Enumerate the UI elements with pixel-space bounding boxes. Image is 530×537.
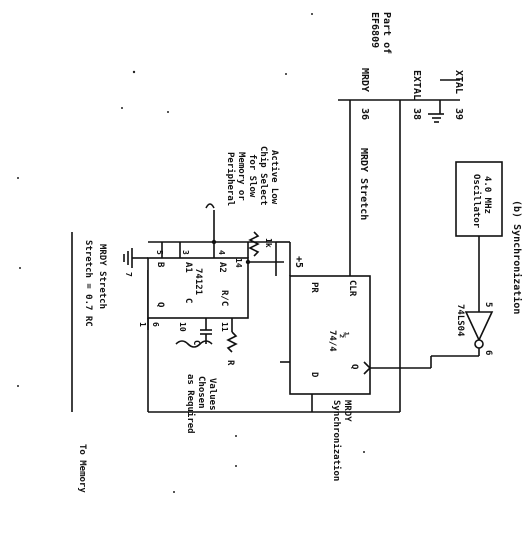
oscillator-line2: Oscillator — [471, 174, 482, 229]
extal-label: EXTAL — [411, 70, 422, 100]
resistor-1k — [248, 231, 260, 257]
ic-b-label: B — [155, 262, 165, 268]
speck — [311, 13, 313, 15]
speck — [132, 70, 136, 74]
mrdy-pin-label: MRDY — [359, 68, 370, 92]
chip-select-note: Active Low Chip Select for Slow Memory o… — [225, 146, 280, 206]
ic-a1-label: A1 — [183, 262, 193, 273]
ic-pin3: 3 — [181, 250, 190, 255]
speck — [167, 111, 169, 113]
ic-rc-label: R/C — [219, 290, 229, 306]
oscillator-line1: 4.0 MHz — [482, 176, 492, 214]
speck — [363, 451, 365, 453]
inverter-bubble — [474, 339, 484, 349]
pin36-label: 36 — [359, 108, 370, 120]
ic-pin4: 4 — [217, 250, 226, 255]
ic-pin5: 5 — [155, 250, 164, 255]
ff-clr-label: CLR — [347, 280, 357, 297]
ic-c-label: C — [183, 298, 193, 303]
ff-d-label: D — [309, 372, 319, 378]
stretch-line2: Stretch = 0.7 RC — [83, 240, 93, 327]
ic-a2-label: A2 — [217, 262, 227, 273]
chip-select-line3: for Slow — [247, 154, 257, 198]
ic-pin11: 11 — [220, 322, 229, 332]
ff-q-label: Q — [349, 364, 359, 370]
ff-part-label: 74/4 — [327, 330, 337, 352]
cap-c-label: C — [191, 340, 201, 345]
sync-caption: (b) Synchronization — [511, 200, 523, 314]
ic-74121-body — [147, 257, 249, 319]
values-line3: as Required — [185, 374, 196, 434]
values-line1: Values — [207, 378, 217, 411]
chip-select-line5: Peripheral — [225, 152, 236, 206]
pin39-label: 39 — [453, 108, 464, 120]
chip-select-line2: Chip Select — [258, 146, 269, 206]
inverter-symbol — [464, 311, 494, 342]
mrdy-sync-label-1: MRDY — [342, 400, 352, 422]
xtal-label: XTAL — [453, 70, 464, 94]
chip-select-line4: Memory or — [236, 152, 246, 201]
mrdy-sync-label-2: Synchronization — [331, 400, 342, 481]
ic-74121-part: 74121 — [193, 268, 203, 295]
chip-select-line1: Active Low — [269, 150, 280, 205]
speck — [235, 435, 237, 437]
values-line2: Chosen — [196, 376, 206, 409]
ef6809-part-label: Part of EF6809 — [369, 12, 392, 54]
ff-7474-body — [289, 275, 371, 395]
ic-pin1: 1 — [138, 322, 147, 327]
inverter-part-label: 74LS04 — [455, 304, 465, 337]
ic-q-label: Q — [155, 302, 165, 308]
speck — [17, 385, 19, 387]
inverter-pin6: 6 — [483, 350, 493, 355]
mrdy-stretch-vertical-label: MRDY Stretch — [358, 148, 369, 220]
ff-pr-label: PR — [309, 282, 319, 293]
speck — [285, 73, 287, 75]
values-note: Values Chosen as Required — [185, 374, 217, 434]
ic-pin6: 6 — [151, 322, 160, 327]
speck — [17, 177, 19, 179]
timing-resistor — [226, 331, 238, 353]
chip-select-pulse — [205, 203, 215, 209]
speck — [121, 107, 123, 109]
part-label-line1: Part of — [381, 12, 392, 54]
values-brace — [175, 340, 213, 348]
vcc-node — [245, 259, 251, 265]
part-label-line2: EF6809 — [369, 12, 380, 48]
stretch-note: MRDY Stretch Stretch = 0.7 RC — [83, 240, 107, 327]
speck — [19, 267, 21, 269]
plus5-label: +5 — [293, 256, 304, 268]
res-r-label: R — [225, 360, 235, 366]
oscillator-box — [455, 161, 503, 237]
to-memory-label: To Memory — [77, 444, 87, 493]
pin38-label: 38 — [411, 108, 422, 120]
ic-pin14: 14 — [234, 258, 243, 268]
res-1k-label: 1k — [264, 238, 273, 248]
inverter-pin5: 5 — [483, 302, 493, 307]
ic-pin10: 10 — [178, 322, 187, 332]
speck — [173, 491, 175, 493]
speck — [235, 465, 237, 467]
ff-half-label: ½ — [338, 332, 350, 338]
stretch-line1: MRDY Stretch — [97, 244, 107, 309]
ic-pin7: 7 — [124, 272, 133, 277]
ff-clock-triangle — [363, 361, 372, 375]
